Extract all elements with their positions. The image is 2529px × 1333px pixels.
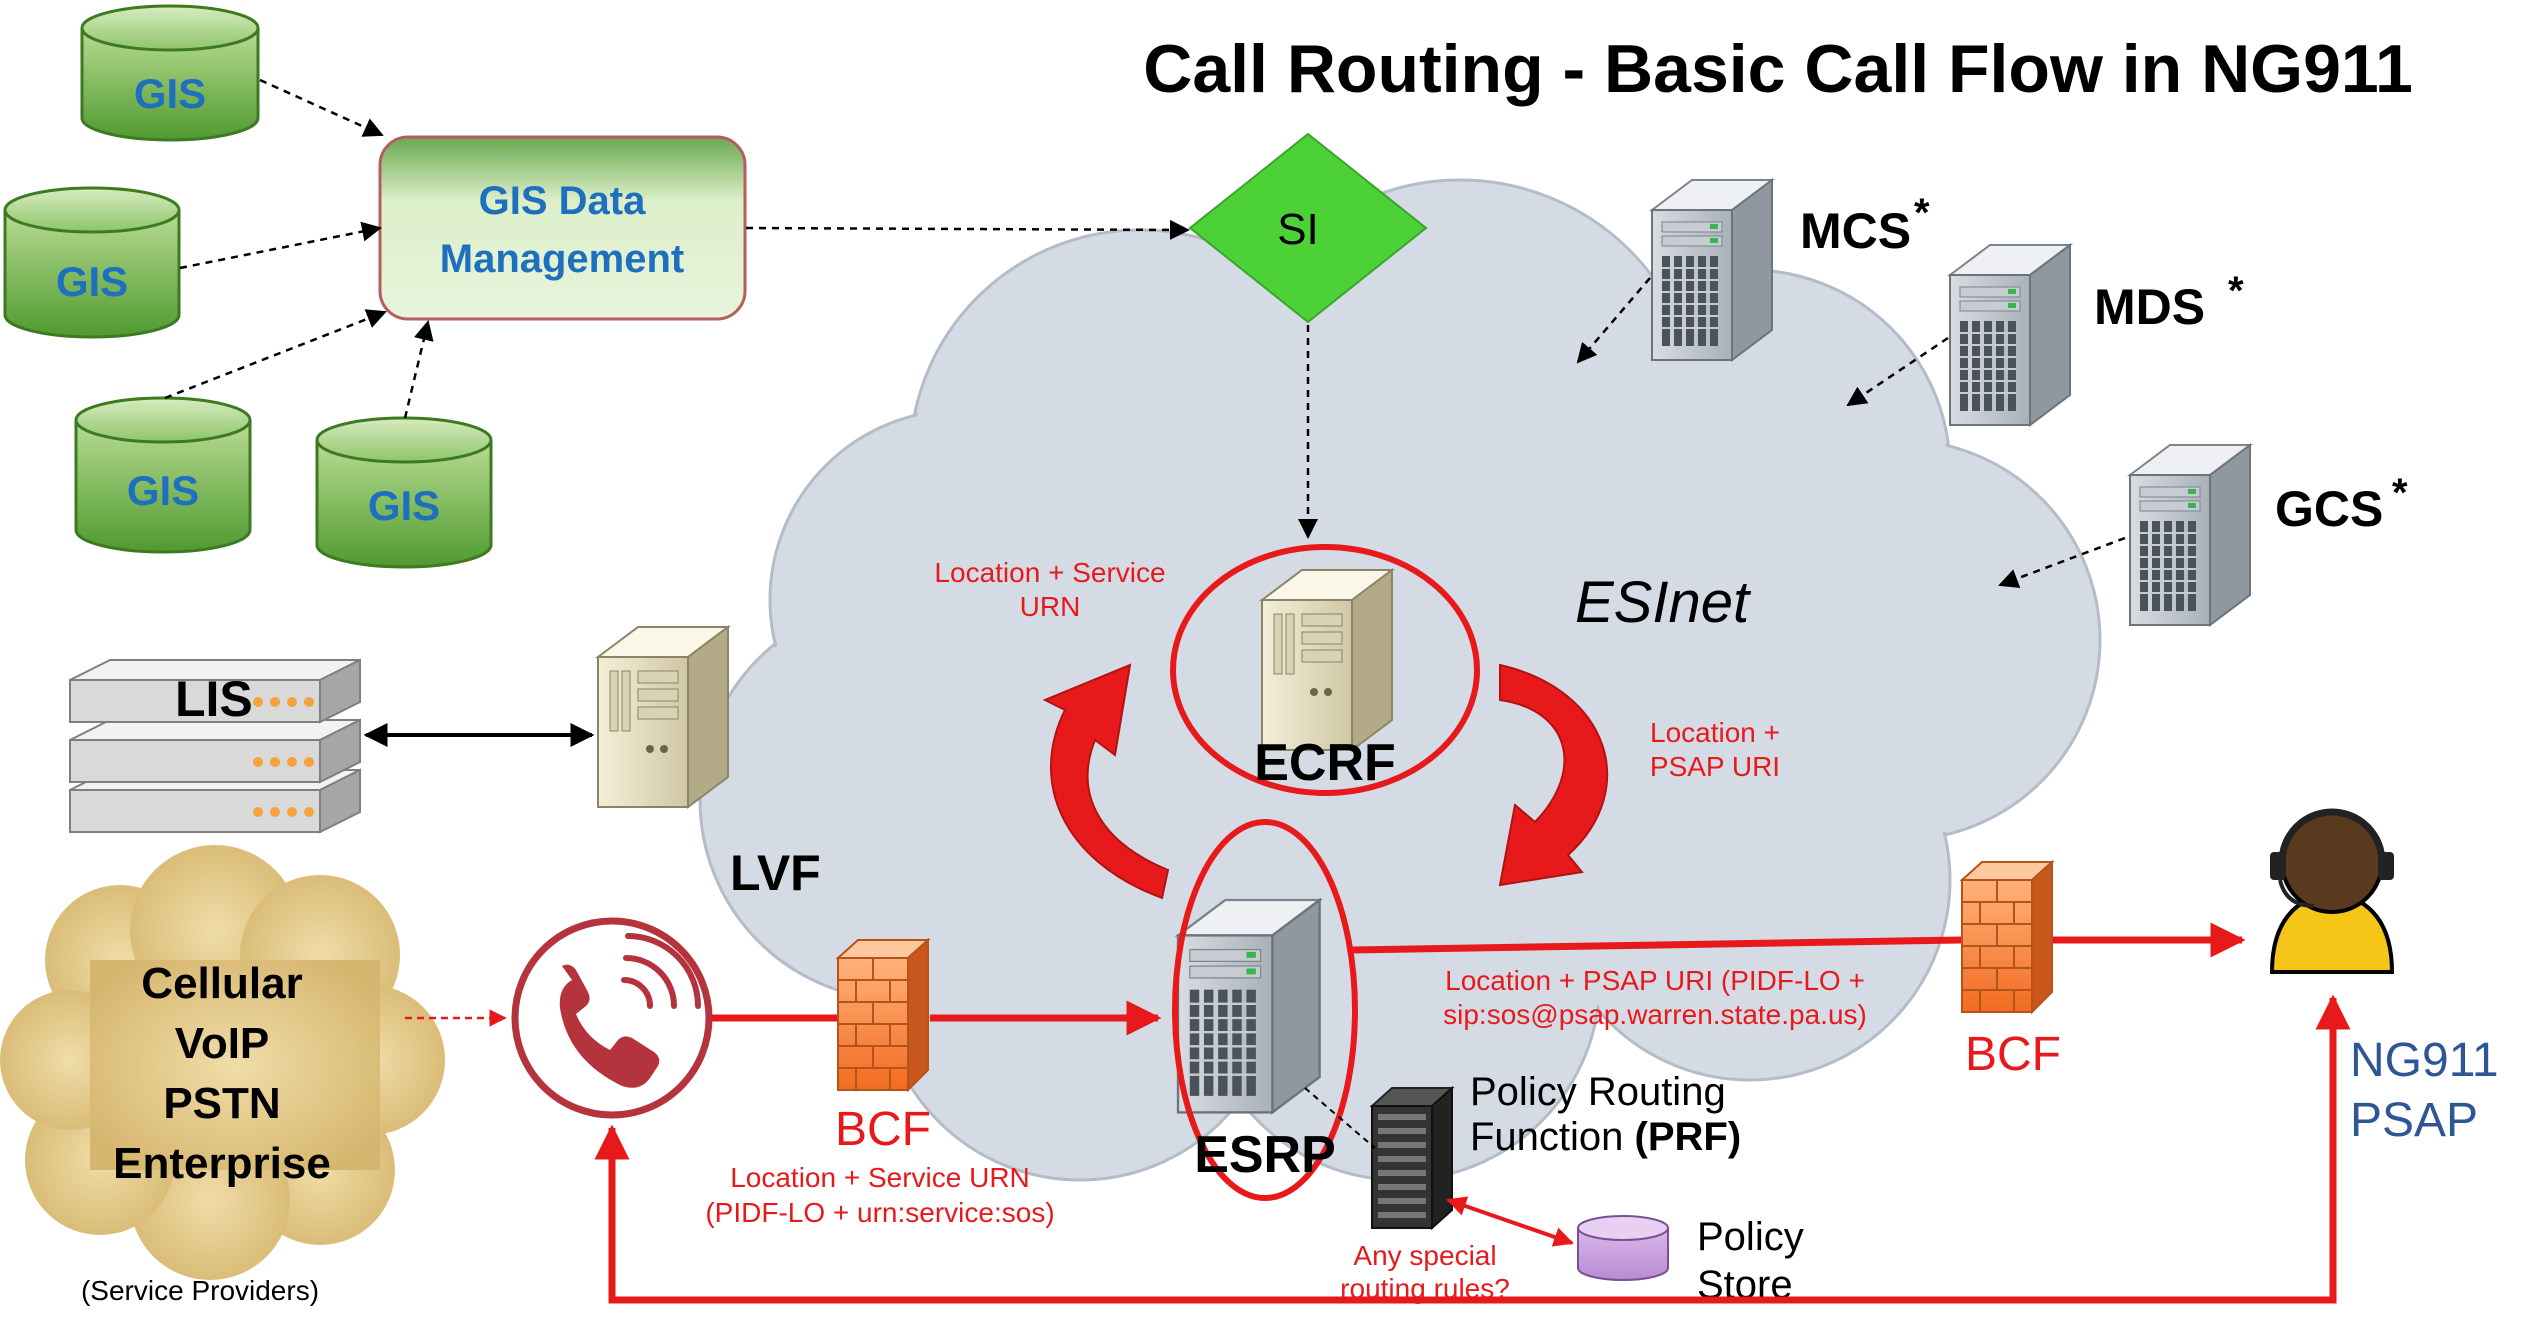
bcf-left-urn-line2: (PIDF-LO + urn:service:sos) xyxy=(705,1197,1054,1228)
ecrf-to-esrp-arrow xyxy=(1498,663,1609,887)
gis-database-4: GIS xyxy=(315,416,493,569)
service-providers-caption: (Service Providers) xyxy=(81,1275,319,1306)
lvf-label: LVF xyxy=(730,845,821,901)
lvf-server xyxy=(597,626,729,808)
gcs-label: GCS xyxy=(2275,481,2383,537)
gis-label: GIS xyxy=(368,482,440,529)
special-rules-label-line1: Any special xyxy=(1353,1240,1496,1271)
policy-store-cylinder xyxy=(1577,1215,1669,1281)
esinet-label: ESInet xyxy=(1575,570,1752,635)
psap-operator-icon xyxy=(2269,808,2395,974)
gis-label: GIS xyxy=(56,258,128,305)
ecrf-response-label-line2: PSAP URI xyxy=(1650,751,1780,782)
provider-cellular: Cellular xyxy=(141,959,302,1008)
ecrf-request-label-line1: Location + Service xyxy=(934,557,1165,588)
esrp-psap-label-line1: Location + PSAP URI (PIDF-LO + xyxy=(1445,965,1865,996)
gis-feed-arrows xyxy=(164,78,1318,539)
bcf-firewall-left xyxy=(837,939,929,1091)
ecrf-highlight-ring xyxy=(1170,544,1480,796)
bcf-left-urn-line1: Location + Service URN xyxy=(730,1162,1030,1193)
server-feed-arrows xyxy=(1576,277,2126,589)
esrp-psap-label-line2: sip:sos@psap.warren.state.pa.us) xyxy=(1443,999,1867,1030)
ecrf-response-label-line1: Location + xyxy=(1650,717,1780,748)
provider-enterprise: Enterprise xyxy=(113,1139,331,1188)
gis-label: GIS xyxy=(134,70,206,117)
mds-asterisk: * xyxy=(2228,269,2244,313)
call-flow-lines xyxy=(594,922,2351,1304)
mds-server xyxy=(1949,244,2071,426)
prf-label-line2: Function (PRF) xyxy=(1470,1115,1741,1159)
esrp-prf-link xyxy=(1304,1087,1376,1149)
prf-label-prefix: Function xyxy=(1470,1115,1635,1159)
ecrf-label: ECRF xyxy=(1254,734,1396,792)
page-title: Call Routing - Basic Call Flow in NG911 xyxy=(1143,31,2413,107)
gis-label: GIS xyxy=(127,467,199,514)
gis-data-management-line1: GIS Data xyxy=(479,179,646,223)
lis-device xyxy=(69,658,361,834)
gcs-asterisk: * xyxy=(2392,471,2408,515)
psap-label-line1: NG911 xyxy=(2350,1034,2499,1087)
mds-label: MDS xyxy=(2094,279,2205,335)
ecrf-request-label-line2: URN xyxy=(1020,591,1081,622)
si-label: SI xyxy=(1277,205,1319,254)
bcf-firewall-right xyxy=(1961,861,2053,1013)
bcf-right-label: BCF xyxy=(1965,1028,2061,1081)
provider-voip: VoIP xyxy=(175,1019,270,1068)
gis-data-management-line2: Management xyxy=(440,237,685,281)
esrp-server xyxy=(1176,898,1321,1114)
si-diamond: SI xyxy=(1188,132,1428,324)
ecrf-server xyxy=(1261,569,1393,751)
esrp-to-ecrf-arrow xyxy=(1042,663,1170,900)
lis-label: LIS xyxy=(175,671,253,727)
gis-data-management-box: GIS Data Management xyxy=(378,135,747,321)
gis-database-1: GIS xyxy=(80,4,260,142)
esinet-cloud-fill xyxy=(703,183,2097,1177)
prf-label-bold: (PRF) xyxy=(1635,1115,1742,1159)
psap-label-line2: PSAP xyxy=(2350,1094,2478,1147)
prf-server-rack xyxy=(1369,1085,1455,1231)
gis-database-3: GIS xyxy=(74,396,252,554)
esrp-label: ESRP xyxy=(1194,1126,1336,1184)
service-providers-cloud xyxy=(0,845,445,1280)
mcs-label: MCS xyxy=(1800,203,1911,259)
policy-store-label-line1: Policy xyxy=(1697,1215,1804,1259)
mcs-server xyxy=(1651,179,1773,361)
prf-label-line1: Policy Routing xyxy=(1470,1070,1726,1114)
phone-call-icon xyxy=(511,917,713,1119)
bcf-left-label: BCF xyxy=(835,1103,931,1156)
esrp-highlight-ring xyxy=(1172,819,1358,1201)
gis-database-2: GIS xyxy=(3,186,181,339)
mcs-asterisk: * xyxy=(1914,191,1930,235)
gcs-server xyxy=(2129,444,2251,626)
prf-policy-store-link xyxy=(1446,1196,1574,1247)
provider-pstn: PSTN xyxy=(163,1079,280,1128)
